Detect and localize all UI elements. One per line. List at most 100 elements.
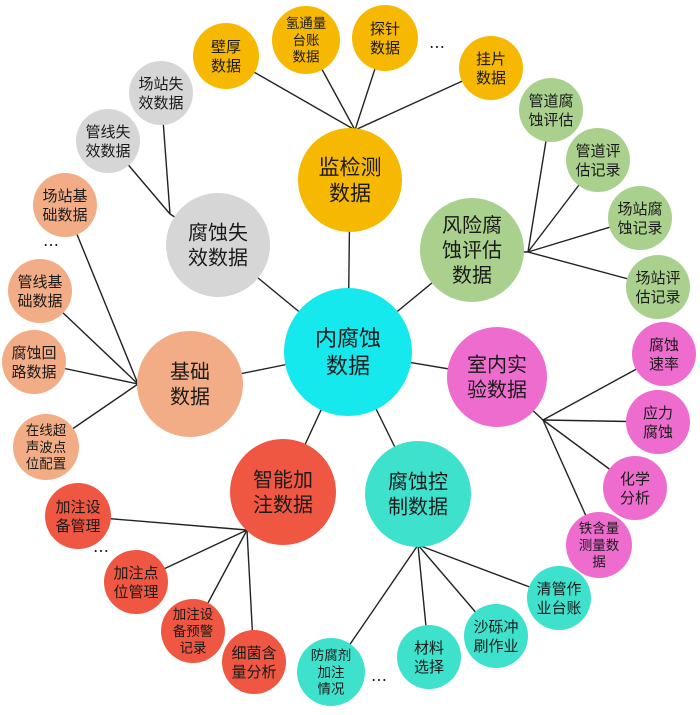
leaf-base: 腐蚀回路数据 <box>2 330 66 394</box>
hub-base-label-line: 基础 <box>170 360 210 384</box>
leaf-smart: 加注点位管理 <box>104 550 168 614</box>
leaf-base-label: 腐蚀回路数据 <box>11 344 56 381</box>
hub-control: 腐蚀控制数据 <box>365 441 471 547</box>
leaf-risk-label: 场站评估记录 <box>635 269 680 306</box>
leaf-lab-label-line: 应力 <box>643 404 673 422</box>
leaf-base: 管线基础数据 <box>8 259 72 323</box>
leaf-control-label-line: 沙砾冲 <box>473 618 518 636</box>
leaf-monitor: 探针数据 <box>352 5 418 71</box>
leaf-control-label-line: 情况 <box>318 682 345 698</box>
ellipsis-mark: … <box>371 666 387 685</box>
hub-lab: 室内实验数据 <box>447 327 547 427</box>
leaf-risk-label-line: 场站腐 <box>617 200 662 218</box>
leaf-monitor-label-line: 探针 <box>370 20 400 38</box>
leaf-lab-label-line: 据 <box>592 555 606 571</box>
leaf-smart: 细菌含量分析 <box>222 630 286 694</box>
hub-smart-label-line: 注数据 <box>253 493 313 517</box>
hub-control-label-line: 制数据 <box>388 495 448 519</box>
leaf-smart-circle <box>161 599 225 663</box>
leaf-smart-label-line: 备管理 <box>55 517 100 535</box>
hub-monitor-circle <box>298 128 402 232</box>
ellipsis-mark: … <box>429 33 445 52</box>
ellipsis-marks: ………… <box>43 33 445 685</box>
leaf-monitor-label-line: 台账 <box>293 33 320 49</box>
leaf-monitor-label-line: 数据 <box>370 39 400 57</box>
leaf-base-label-line: 础数据 <box>42 206 87 224</box>
leaf-monitor-label-line: 壁厚 <box>211 38 241 56</box>
leaf-monitor-label: 挂片数据 <box>476 50 506 87</box>
leaf-base-label-line: 场站基 <box>42 187 87 205</box>
leaf-base-label: 场站基础数据 <box>42 187 87 224</box>
leaf-control: 清管作业台账 <box>527 566 591 630</box>
leaf-lab-label-line: 分析 <box>620 489 650 507</box>
leaf-base-circle <box>13 414 79 480</box>
leaf-risk-label-line: 管道腐 <box>528 92 573 110</box>
hub-risk-label-line: 数据 <box>452 263 492 287</box>
leaf-smart-label-line: 备预警 <box>173 623 214 640</box>
leaf-risk: 管道腐蚀评估 <box>519 78 583 142</box>
hub-failure: 腐蚀失效数据 <box>166 193 270 297</box>
leaf-monitor-label: 氢通量台账数据 <box>286 16 327 66</box>
leaf-failure: 场站失效数据 <box>129 61 193 125</box>
leaf-lab-circle <box>603 456 667 520</box>
hub-failure-label-line: 腐蚀失 <box>188 221 248 245</box>
leaf-smart-label: 加注设备管理 <box>55 498 100 535</box>
leaf-base-circle <box>2 330 66 394</box>
leaf-control-circle <box>464 604 528 668</box>
leaf-control-label-line: 加注 <box>318 665 345 681</box>
hub-control-label-line: 腐蚀控 <box>388 470 448 494</box>
leaf-risk-circle <box>626 255 690 319</box>
leaf-lab: 应力腐蚀 <box>626 390 690 454</box>
leaf-lab-label-line: 测量数 <box>579 538 620 554</box>
hub-failure-circle <box>166 193 270 297</box>
hub-risk-circle <box>420 198 524 302</box>
leaf-risk: 管道评估记录 <box>566 128 630 192</box>
leaf-control: 沙砾冲刷作业 <box>464 604 528 668</box>
leaf-control-label: 清管作业台账 <box>536 580 581 617</box>
hub-risk: 风险腐蚀评估数据 <box>420 198 524 302</box>
leaf-base-circle <box>8 259 72 323</box>
leaf-base-label-line: 路数据 <box>11 363 56 381</box>
leaf-risk-label-line: 管道评 <box>575 142 620 160</box>
leaf-monitor-label-line: 氢通量 <box>286 16 327 32</box>
leaf-monitor-label: 壁厚数据 <box>211 38 241 75</box>
leaf-risk-label-line: 蚀评估 <box>528 111 573 129</box>
leaf-lab-label: 铁含量测量数据 <box>579 521 620 571</box>
leaf-lab-label-line: 腐蚀 <box>643 423 673 441</box>
hub-lab-label: 室内实验数据 <box>467 353 527 402</box>
leaf-risk-circle <box>566 128 630 192</box>
leaf-base-label-line: 声波点 <box>26 440 67 456</box>
hub-risk-label-line: 蚀评估 <box>442 238 502 262</box>
leaf-control-circle <box>397 625 461 689</box>
hub-smart-label: 智能加注数据 <box>253 468 313 517</box>
edge-base-leaf <box>64 204 139 385</box>
leaf-lab-label: 化学分析 <box>620 470 650 507</box>
leaf-base-label-line: 在线超 <box>26 423 67 439</box>
leaf-smart-label-line: 位管理 <box>113 583 158 601</box>
leaf-control: 防腐剂加注情况 <box>297 638 365 706</box>
leaf-control-label: 防腐剂加注情况 <box>311 648 352 698</box>
leaf-control-circle <box>527 566 591 630</box>
leaf-failure-circle <box>76 109 140 173</box>
leaf-risk-label-line: 蚀记录 <box>617 219 662 237</box>
hub-monitor-label: 监检测数据 <box>319 155 382 205</box>
leaf-failure-circle <box>129 61 193 125</box>
leaf-monitor-circle <box>193 23 259 89</box>
leaf-control-label-line: 选择 <box>414 658 444 676</box>
leaf-lab-label: 应力腐蚀 <box>643 404 673 441</box>
center-node: 内腐蚀数据 <box>284 288 412 416</box>
leaf-risk-label: 管道腐蚀评估 <box>528 92 573 129</box>
leaf-failure-label-line: 效数据 <box>138 94 183 112</box>
leaf-smart-circle <box>222 630 286 694</box>
leaf-lab: 铁含量测量数据 <box>566 512 632 578</box>
center-node-circle <box>284 288 412 416</box>
leaf-monitor-label-line: 数据 <box>476 69 506 87</box>
leaf-base: 在线超声波点位配置 <box>13 414 79 480</box>
leaf-control-circle <box>297 638 365 706</box>
leaf-monitor-label: 探针数据 <box>370 20 400 57</box>
leaf-base-label-line: 管线基 <box>17 273 62 291</box>
leaf-lab-label: 腐蚀速率 <box>649 336 679 373</box>
leaf-lab-label-line: 速率 <box>649 355 679 373</box>
hub-smart-label-line: 智能加 <box>253 468 313 492</box>
